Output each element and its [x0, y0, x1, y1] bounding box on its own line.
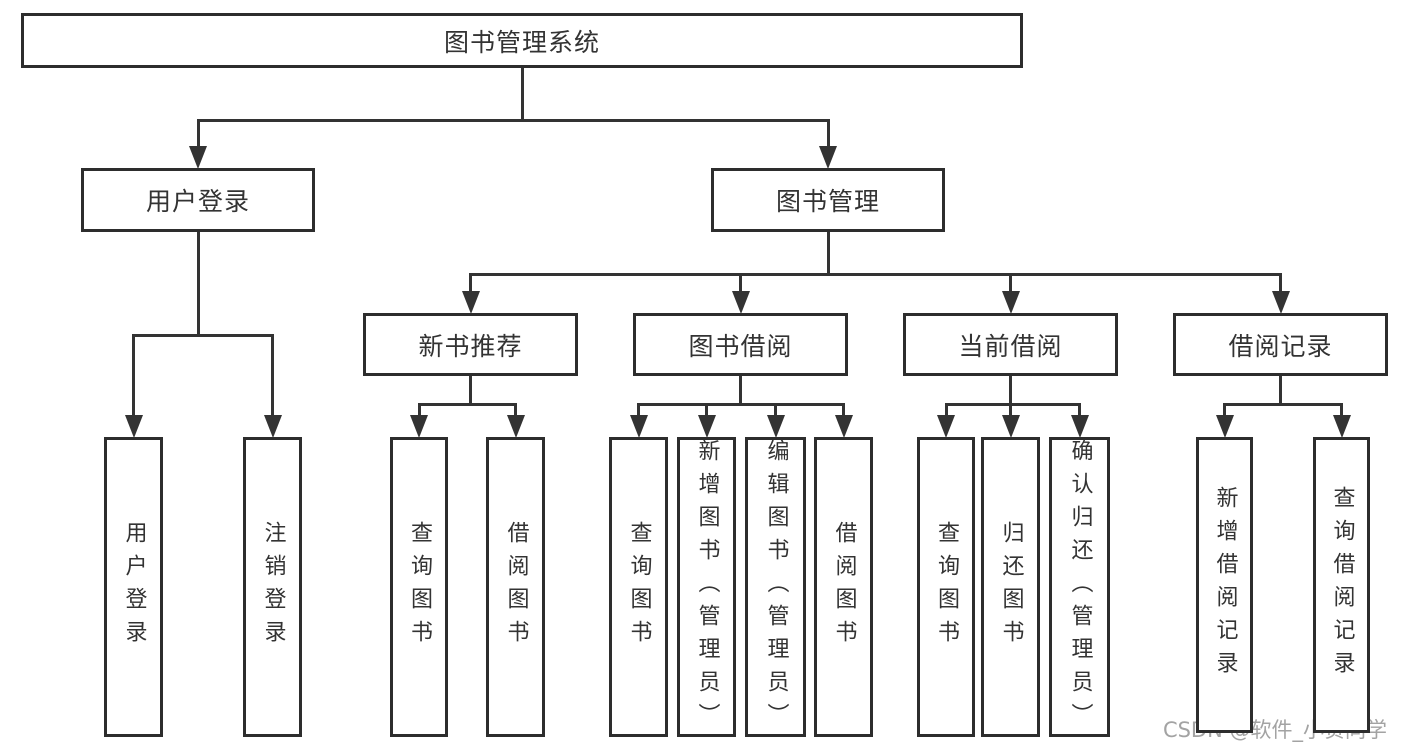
connector-root-system-branch	[196, 118, 830, 122]
node-label-leaf-user-login: 用户登录	[121, 521, 147, 653]
connector-book-borrow-branch	[637, 402, 845, 406]
node-label-root-system: 图书管理系统	[443, 27, 600, 57]
node-leaf-bb-borrow: 借阅图书	[814, 437, 873, 737]
connector-current-borrow-drop-2	[1078, 404, 1081, 419]
connector-book-mgmt-drop-3	[1279, 274, 1282, 295]
connector-current-borrow-drop-1	[1009, 404, 1012, 419]
arrow-down-icon-current-borrow	[1001, 291, 1020, 314]
node-borrow-records: 借阅记录	[1173, 313, 1388, 376]
connector-borrow-records-drop-1	[1340, 404, 1343, 419]
arrow-down-icon-leaf-cb-query	[937, 415, 955, 438]
arrow-down-icon-leaf-bb-add	[697, 415, 716, 438]
node-label-leaf-logout: 注销登录	[260, 521, 286, 653]
node-label-leaf-bb-add: 新增图书（管理员）	[694, 438, 720, 736]
arrow-down-icon-new-book-rec	[461, 291, 480, 314]
arrow-down-icon-leaf-br-add	[1215, 415, 1234, 438]
connector-book-mgmt-drop-0	[469, 274, 472, 295]
node-root-system: 图书管理系统	[21, 13, 1023, 68]
arrow-down-icon-leaf-bb-query	[629, 415, 648, 438]
connector-book-borrow-drop-0	[637, 404, 640, 419]
connector-root-system-stem	[520, 68, 524, 122]
connector-book-mgmt-drop-1	[739, 274, 742, 295]
node-label-leaf-bb-borrow: 借阅图书	[831, 521, 857, 653]
node-label-leaf-cb-confirm: 确认归还（管理员）	[1067, 438, 1093, 736]
node-label-leaf-rec-borrow: 借阅图书	[503, 521, 529, 653]
node-leaf-rec-query: 查询图书	[390, 437, 448, 737]
connector-new-book-rec-drop-1	[514, 404, 517, 419]
connector-book-mgmt-drop-2	[1009, 274, 1012, 295]
connector-book-borrow-drop-3	[842, 404, 845, 419]
node-label-leaf-bb-edit: 编辑图书（管理员）	[763, 438, 789, 736]
node-leaf-br-query: 查询借阅记录	[1313, 437, 1370, 733]
connector-current-borrow-drop-0	[944, 404, 948, 419]
node-new-book-rec: 新书推荐	[363, 313, 578, 376]
node-leaf-cb-confirm: 确认归还（管理员）	[1049, 437, 1110, 737]
arrow-down-icon-leaf-user-login	[124, 415, 143, 438]
arrow-down-icon-borrow-records	[1271, 291, 1290, 314]
connector-borrow-records-drop-0	[1223, 404, 1226, 419]
connector-book-borrow-drop-1	[705, 404, 708, 419]
connector-book-mgmt-branch	[469, 272, 1282, 276]
connector-book-borrow-drop-2	[774, 404, 777, 419]
node-label-leaf-bb-query: 查询图书	[626, 521, 652, 653]
node-label-book-mgmt: 图书管理	[775, 187, 880, 216]
connector-new-book-rec-branch	[417, 402, 517, 406]
connector-book-mgmt-stem	[826, 232, 830, 276]
node-leaf-bb-query: 查询图书	[609, 437, 668, 737]
node-label-new-book-rec: 新书推荐	[418, 331, 523, 361]
arrow-down-icon-leaf-rec-query	[410, 415, 428, 438]
node-leaf-cb-return: 归还图书	[981, 437, 1040, 737]
node-book-borrow: 图书借阅	[633, 313, 848, 376]
node-leaf-bb-add: 新增图书（管理员）	[677, 437, 736, 737]
node-leaf-cb-query: 查询图书	[917, 437, 975, 737]
arrow-down-icon-book-borrow	[731, 291, 750, 314]
node-leaf-br-add: 新增借阅记录	[1196, 437, 1253, 733]
connector-current-borrow-stem	[1009, 376, 1012, 406]
node-label-leaf-rec-query: 查询图书	[407, 521, 432, 653]
connector-user-login-branch	[132, 333, 274, 337]
node-label-leaf-cb-return: 归还图书	[998, 521, 1024, 653]
node-user-login: 用户登录	[81, 168, 315, 232]
node-label-leaf-cb-query: 查询图书	[934, 521, 959, 653]
arrow-down-icon-leaf-cb-return	[1001, 415, 1020, 438]
connector-user-login-stem	[196, 232, 200, 337]
arrow-down-icon-user-login	[189, 146, 207, 169]
arrow-down-icon-leaf-cb-confirm	[1070, 415, 1089, 438]
arrow-down-icon-leaf-rec-borrow	[506, 415, 525, 438]
connector-user-login-drop-1	[271, 335, 274, 419]
connector-new-book-rec-stem	[469, 376, 472, 406]
node-book-mgmt: 图书管理	[711, 168, 945, 232]
arrow-down-icon-book-mgmt	[819, 146, 837, 169]
arrow-down-icon-leaf-logout	[263, 415, 282, 438]
connector-root-system-drop-0	[196, 120, 200, 150]
arrow-down-icon-leaf-bb-borrow	[834, 415, 853, 438]
connector-user-login-drop-0	[132, 335, 135, 419]
connector-book-borrow-stem	[739, 376, 742, 406]
arrow-down-icon-leaf-br-query	[1332, 415, 1351, 438]
node-label-current-borrow: 当前借阅	[958, 331, 1063, 361]
arrow-down-icon-leaf-bb-edit	[766, 415, 785, 438]
connector-new-book-rec-drop-0	[417, 404, 421, 419]
node-leaf-user-login: 用户登录	[104, 437, 163, 737]
node-current-borrow: 当前借阅	[903, 313, 1118, 376]
connector-current-borrow-branch	[944, 402, 1081, 406]
node-leaf-bb-edit: 编辑图书（管理员）	[745, 437, 806, 737]
connector-borrow-records-stem	[1279, 376, 1282, 406]
node-leaf-logout: 注销登录	[243, 437, 302, 737]
connector-borrow-records-branch	[1223, 402, 1343, 406]
node-label-user-login: 用户登录	[145, 187, 250, 216]
node-leaf-rec-borrow: 借阅图书	[486, 437, 545, 737]
node-label-book-borrow: 图书借阅	[688, 331, 793, 361]
connector-root-system-drop-1	[826, 120, 830, 150]
node-label-borrow-records: 借阅记录	[1228, 331, 1333, 361]
node-label-leaf-br-query: 查询借阅记录	[1329, 486, 1355, 684]
node-label-leaf-br-add: 新增借阅记录	[1212, 486, 1238, 684]
